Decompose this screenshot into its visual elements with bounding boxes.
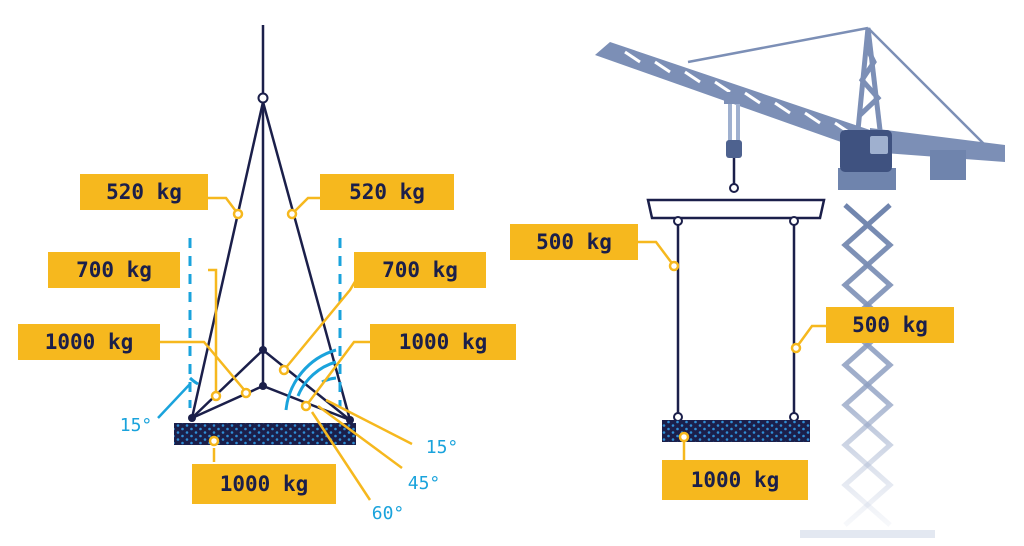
- weight-label-left-520: 520 kg: [80, 174, 208, 210]
- upper-node: [259, 346, 267, 354]
- weight-label-text: 700 kg: [382, 258, 458, 282]
- lower-node: [259, 382, 267, 390]
- weight-label-text: 700 kg: [76, 258, 152, 282]
- crane-slewing-ring: [838, 168, 896, 190]
- weight-label-right-1000: 1000 kg: [370, 324, 516, 360]
- sling-right-outer: [261, 101, 352, 421]
- crane-counterweight: [930, 150, 966, 180]
- weight-label-text: 500 kg: [852, 313, 928, 337]
- right-rigging: [646, 158, 826, 416]
- weight-label-right-sling-right: 500 kg: [826, 307, 954, 343]
- weight-label-text: 500 kg: [536, 230, 612, 254]
- leader-lines-angles: [157, 383, 191, 419]
- crane-cab: [840, 130, 892, 172]
- master-link: [257, 92, 269, 104]
- load-right: [662, 420, 810, 442]
- weight-label-right-700: 700 kg: [354, 252, 486, 288]
- crane-mast-top: [855, 27, 883, 131]
- leader-lines-left: [160, 196, 413, 501]
- weight-label-text: 1000 kg: [220, 472, 309, 496]
- sling-left-outer: [190, 101, 265, 419]
- angle-label-45: 45°: [408, 473, 441, 494]
- leader-dots-left: [208, 208, 312, 447]
- weight-label-text: 1000 kg: [691, 468, 780, 492]
- weight-label-left-1000: 1000 kg: [18, 324, 160, 360]
- load-left: [174, 423, 356, 445]
- spreader-beam: [646, 198, 826, 220]
- crane-tie-lines: [687, 26, 986, 146]
- weight-label-text: 1000 kg: [45, 330, 134, 354]
- weight-label-right-sling-left: 500 kg: [510, 224, 638, 260]
- tower-crane: [595, 26, 1005, 538]
- weight-label-right-520: 520 kg: [320, 174, 454, 210]
- weight-label-text: 520 kg: [349, 180, 425, 204]
- angle-label-left-15: 15°: [120, 415, 153, 436]
- crane-counter-jib: [870, 128, 1005, 162]
- crane-tower: [841, 185, 894, 535]
- angle-label-right-15: 15°: [426, 437, 459, 458]
- angle-label-60: 60°: [372, 503, 405, 524]
- crane-base: [800, 530, 935, 538]
- leader-lines-right: [638, 240, 826, 462]
- weight-label-left-700: 700 kg: [48, 252, 180, 288]
- weight-label-load-left: 1000 kg: [192, 464, 336, 504]
- weight-label-text: 520 kg: [106, 180, 182, 204]
- weight-label-load-right: 1000 kg: [662, 460, 808, 500]
- angle-arcs: [188, 348, 337, 411]
- weight-label-text: 1000 kg: [399, 330, 488, 354]
- crane-trolley: [724, 92, 744, 158]
